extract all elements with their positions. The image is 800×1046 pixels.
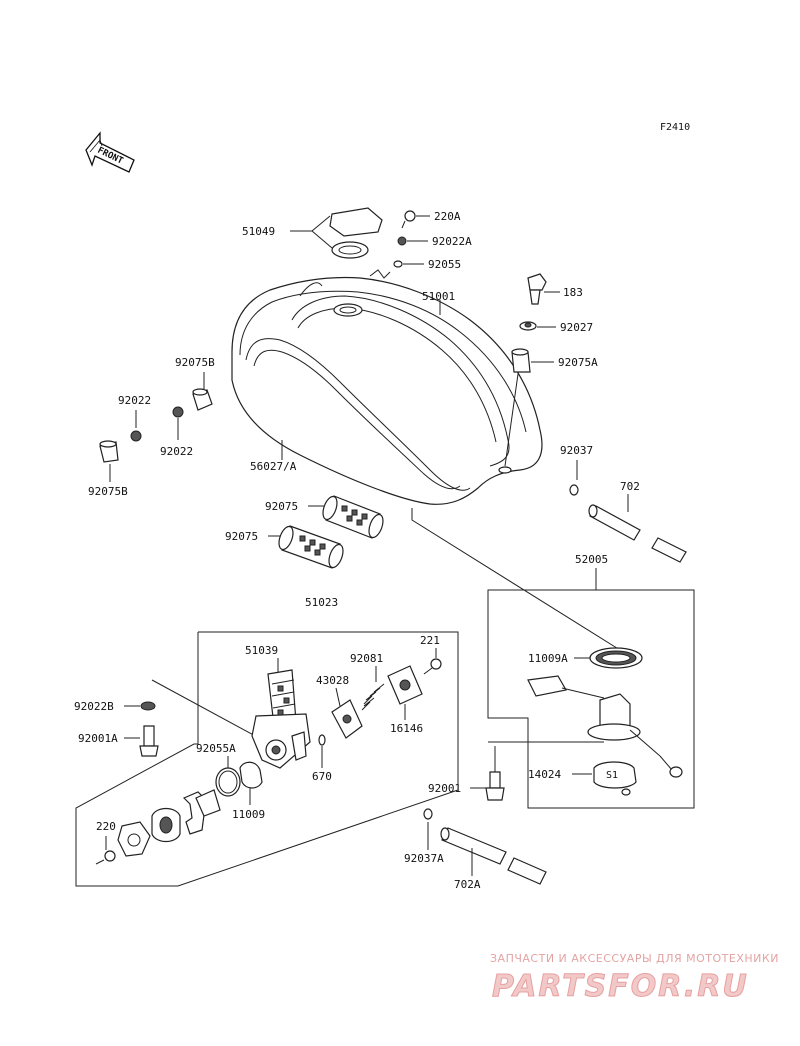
- label-52005: 52005: [575, 553, 608, 566]
- label-92037: 92037: [560, 444, 593, 457]
- gasket-icon: [151, 807, 181, 843]
- bolt-icon: [527, 273, 547, 305]
- label-92037A: 92037A: [404, 852, 444, 865]
- screw-icon: [423, 658, 442, 675]
- fuel-gauge-sender: [527, 675, 683, 778]
- label-51049: 51049: [242, 225, 275, 238]
- label-92075B-bot: 92075B: [88, 485, 128, 498]
- washer-icon: [130, 430, 142, 442]
- label-14024: 14024: [528, 768, 561, 781]
- fuel-hose: [588, 504, 687, 563]
- fitting-icon: [139, 725, 159, 757]
- label-92001A: 92001A: [78, 732, 118, 745]
- label-92027: 92027: [560, 321, 593, 334]
- part-51049-gasket: [331, 241, 369, 259]
- label-221: 221: [420, 634, 440, 647]
- label-92075B-top: 92075B: [175, 356, 215, 369]
- label-11009A: 11009A: [528, 652, 568, 665]
- label-92075A: 92075A: [558, 356, 598, 369]
- label-670: 670: [312, 770, 332, 783]
- label-51039: 51039: [245, 644, 278, 657]
- label-51001: 51001: [422, 290, 455, 303]
- label-220: 220: [96, 820, 116, 833]
- lever-plate: [117, 821, 151, 857]
- cover-plate: [387, 665, 423, 705]
- gasket-ring: [589, 647, 643, 669]
- spring-icon: [361, 683, 385, 711]
- damper-icon: [192, 388, 213, 411]
- fuel-tank: [231, 276, 543, 505]
- label-92022B: 92022B: [74, 700, 114, 713]
- damper-tube: [322, 495, 384, 539]
- label-92022-b: 92022: [160, 445, 193, 458]
- label-16146: 16146: [390, 722, 423, 735]
- screw-icon: [95, 850, 116, 865]
- label-92055: 92055: [428, 258, 461, 271]
- label-92075-a: 92075: [265, 500, 298, 513]
- fitting-icon: [485, 771, 505, 801]
- svg-text:S1: S1: [606, 770, 618, 781]
- watermark-brand: PARTSFOR.RU: [492, 969, 749, 1004]
- clamp-icon: [423, 808, 433, 820]
- label-11009: 11009: [232, 808, 265, 821]
- front-arrow-icon: FRONT: [85, 131, 135, 173]
- label-92022A: 92022A: [432, 235, 472, 248]
- o-ring-icon: [215, 767, 241, 797]
- gasket-icon: [239, 761, 263, 789]
- retaining-ring: S1: [593, 761, 637, 796]
- fuel-hose: [440, 827, 547, 885]
- label-51023: 51023: [305, 596, 338, 609]
- washer-icon: [172, 406, 184, 418]
- o-ring-icon: [393, 260, 403, 268]
- washer-icon: [397, 236, 407, 246]
- fuel-cock-lever: [182, 789, 221, 835]
- part-51049-cap: [329, 207, 383, 237]
- watermark-top-text: ЗАПЧАСТИ И АКСЕССУАРЫ ДЛЯ МОТОТЕХНИКИ: [490, 952, 779, 965]
- label-702: 702: [620, 480, 640, 493]
- damper-tube: [278, 525, 344, 569]
- washer-icon: [140, 701, 156, 711]
- fuel-cock: [251, 669, 311, 769]
- label-183: 183: [563, 286, 583, 299]
- clamp-icon: [569, 484, 579, 496]
- label-43028: 43028: [316, 674, 349, 687]
- label-92022-a: 92022: [118, 394, 151, 407]
- screw-icon: [401, 210, 416, 229]
- label-92055A: 92055A: [196, 742, 236, 755]
- label-56027A: 56027/A: [250, 460, 297, 473]
- damper-icon: [511, 348, 531, 373]
- label-92081: 92081: [350, 652, 383, 665]
- label-92075-b: 92075: [225, 530, 258, 543]
- diaphragm-icon: [331, 699, 363, 739]
- diagram-code: F2410: [660, 122, 690, 133]
- damper-icon: [99, 440, 119, 463]
- o-ring-icon: [318, 734, 326, 746]
- label-92001: 92001: [428, 782, 461, 795]
- label-220A: 220A: [434, 210, 461, 223]
- label-702A: 702A: [454, 878, 481, 891]
